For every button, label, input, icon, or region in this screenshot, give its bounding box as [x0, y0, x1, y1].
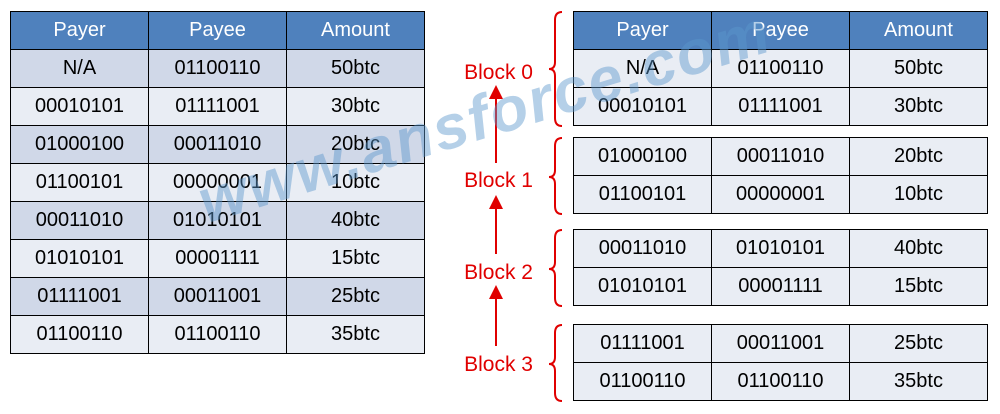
payer-cell: 01100101 [573, 175, 712, 214]
table-row: 00010101 01111001 30btc [573, 87, 988, 126]
payer-cell: 00010101 [10, 87, 149, 126]
payee-cell: 00001111 [711, 267, 850, 306]
amount-cell: 50btc [286, 49, 425, 88]
table-row: 01111001 00011001 25btc [10, 277, 425, 316]
table-row: 01100110 01100110 35btc [10, 315, 425, 354]
table-row: 01000100 00011010 20btc [573, 137, 988, 176]
payer-cell: 01100101 [10, 163, 149, 202]
block-3-label: Block 3 [464, 353, 533, 376]
block-3-brace [548, 324, 563, 402]
amount-cell: 10btc [849, 175, 988, 214]
block-2-brace [548, 229, 563, 307]
table-row: 00011010 01010101 40btc [10, 201, 425, 240]
payer-cell: 01000100 [573, 137, 712, 176]
amount-cell: 15btc [286, 239, 425, 278]
header-payee: Payee [711, 11, 850, 50]
amount-cell: 35btc [849, 362, 988, 401]
table-row: 01100110 01100110 35btc [573, 362, 988, 401]
amount-cell: 10btc [286, 163, 425, 202]
payer-cell: 01100110 [573, 362, 712, 401]
table-row: 01010101 00001111 15btc [573, 267, 988, 306]
table-row: 01100101 00000001 10btc [573, 175, 988, 214]
block-1-table: 01000100 00011010 20btc 01100101 0000000… [573, 137, 988, 214]
table-row: 00010101 01111001 30btc [10, 87, 425, 126]
payee-cell: 00000001 [711, 175, 850, 214]
amount-cell: 20btc [286, 125, 425, 164]
payee-cell: 01111001 [148, 87, 287, 126]
block-0-label: Block 0 [464, 61, 533, 84]
payee-cell: 00011001 [711, 324, 850, 363]
payee-cell: 00011010 [148, 125, 287, 164]
payee-cell: 01111001 [711, 87, 850, 126]
header-payer: Payer [573, 11, 712, 50]
block-0-table: Payer Payee Amount N/A 01100110 50btc 00… [573, 11, 988, 126]
payee-cell: 00011010 [711, 137, 850, 176]
table-row: N/A 01100110 50btc [573, 49, 988, 88]
header-payer: Payer [10, 11, 149, 50]
block-header-row: Payer Payee Amount [573, 11, 988, 50]
payee-cell: 01100110 [148, 315, 287, 354]
block-2-table: 00011010 01010101 40btc 01010101 0000111… [573, 229, 988, 306]
amount-cell: 35btc [286, 315, 425, 354]
block-3-table: 01111001 00011001 25btc 01100110 0110011… [573, 324, 988, 401]
payer-cell: 01010101 [573, 267, 712, 306]
payer-cell: N/A [573, 49, 712, 88]
ledger-table: Payer Payee Amount N/A 01100110 50btc 00… [10, 11, 425, 354]
block-2-label: Block 2 [464, 261, 533, 284]
table-row: 00011010 01010101 40btc [573, 229, 988, 268]
block-0-brace [548, 11, 563, 127]
payer-cell: 01100110 [10, 315, 149, 354]
block-1-label: Block 1 [464, 169, 533, 192]
amount-cell: 50btc [849, 49, 988, 88]
payer-cell: 00011010 [10, 201, 149, 240]
payer-cell: 01000100 [10, 125, 149, 164]
table-row: 01111001 00011001 25btc [573, 324, 988, 363]
block-1-brace [548, 137, 563, 215]
payee-cell: 01100110 [148, 49, 287, 88]
table-row: 01100101 00000001 10btc [10, 163, 425, 202]
payee-cell: 01100110 [711, 49, 850, 88]
payee-cell: 00011001 [148, 277, 287, 316]
amount-cell: 30btc [849, 87, 988, 126]
payer-cell: 00011010 [573, 229, 712, 268]
payer-cell: 01111001 [10, 277, 149, 316]
payer-cell: 01111001 [573, 324, 712, 363]
amount-cell: 15btc [849, 267, 988, 306]
amount-cell: 25btc [849, 324, 988, 363]
amount-cell: 25btc [286, 277, 425, 316]
payer-cell: 00010101 [573, 87, 712, 126]
header-amount: Amount [849, 11, 988, 50]
table-row: N/A 01100110 50btc [10, 49, 425, 88]
payee-cell: 00001111 [148, 239, 287, 278]
payee-cell: 01100110 [711, 362, 850, 401]
amount-cell: 40btc [849, 229, 988, 268]
amount-cell: 30btc [286, 87, 425, 126]
payee-cell: 00000001 [148, 163, 287, 202]
ledger-header-row: Payer Payee Amount [10, 11, 425, 50]
payer-cell: N/A [10, 49, 149, 88]
amount-cell: 20btc [849, 137, 988, 176]
payee-cell: 01010101 [711, 229, 850, 268]
table-row: 01010101 00001111 15btc [10, 239, 425, 278]
payer-cell: 01010101 [10, 239, 149, 278]
amount-cell: 40btc [286, 201, 425, 240]
table-row: 01000100 00011010 20btc [10, 125, 425, 164]
